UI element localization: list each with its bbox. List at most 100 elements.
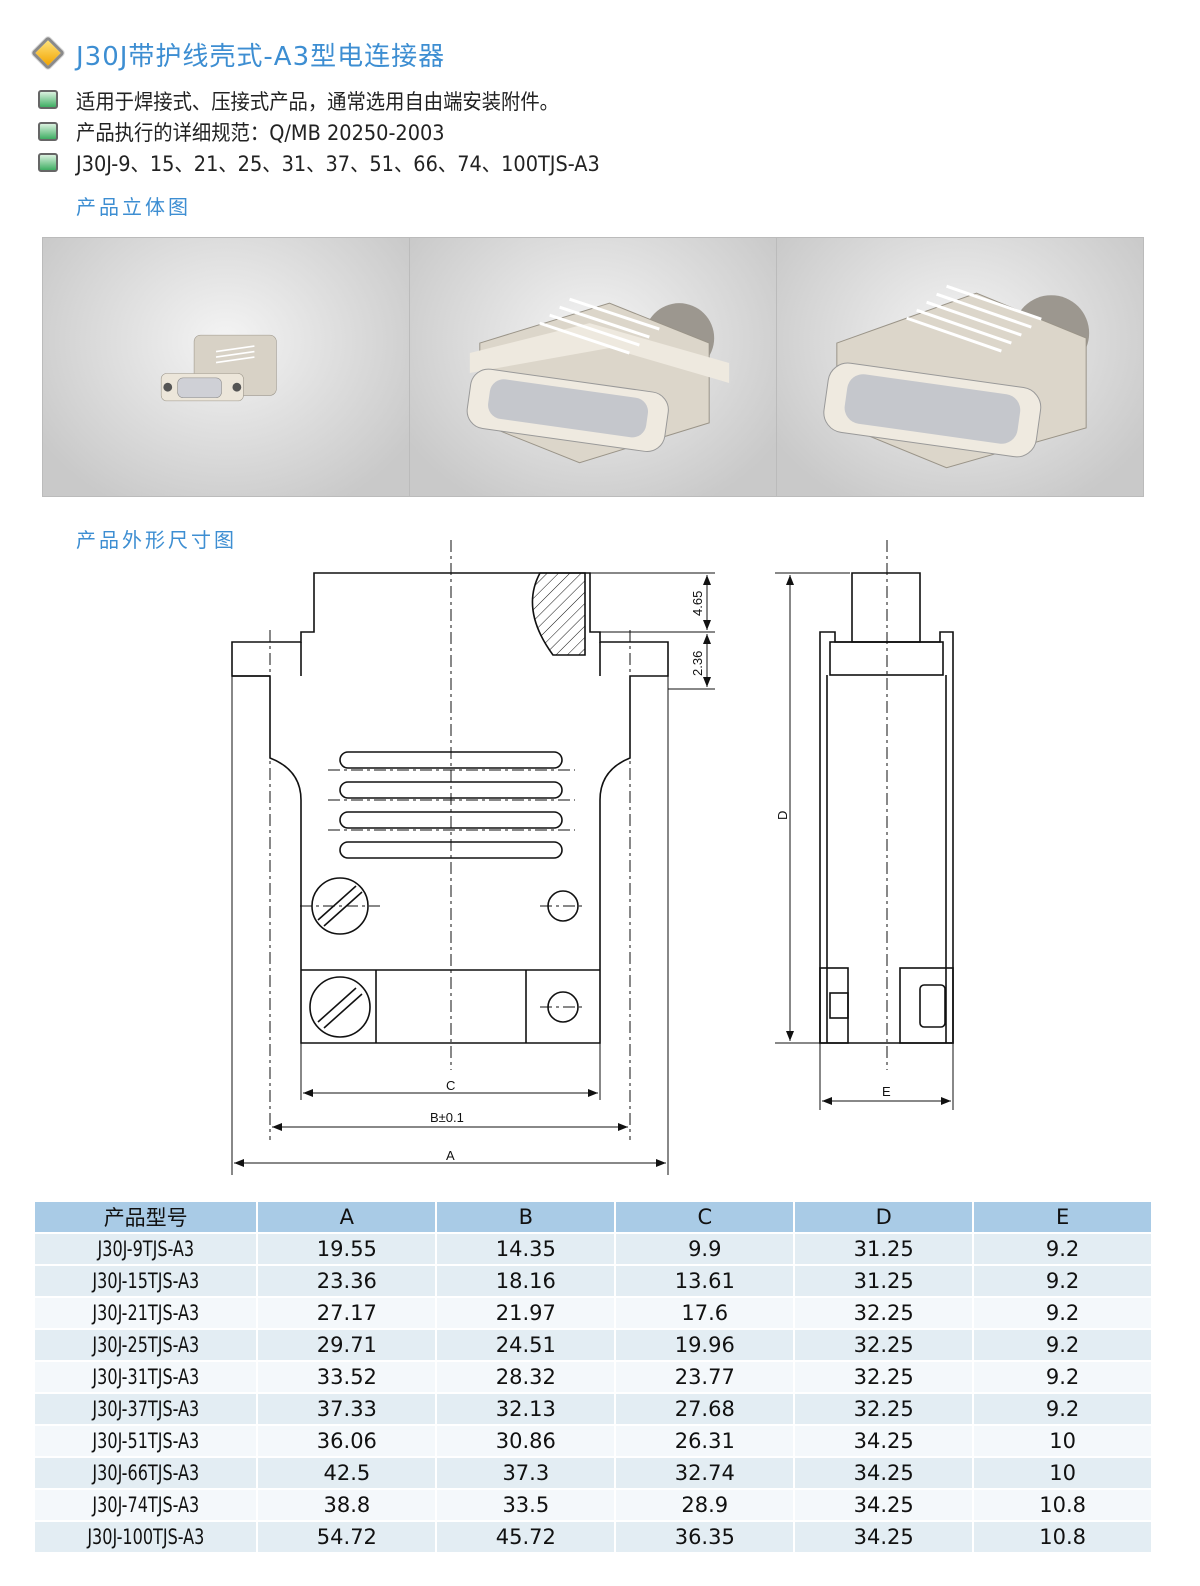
product-photos — [42, 237, 1144, 497]
cell-value: 37.33 — [256, 1392, 438, 1426]
model-text: J30J-15TJS-A3 — [92, 1269, 200, 1293]
dim-label-236: 2.36 — [690, 651, 705, 676]
page-title: J30J带护线壳式-A3型电连接器 — [76, 42, 446, 72]
cell-value: 9.2 — [972, 1360, 1153, 1394]
cell-value: 31.25 — [793, 1232, 975, 1266]
model-text: J30J-9TJS-A3 — [97, 1237, 194, 1261]
cell-value: 14.35 — [435, 1232, 617, 1266]
header-c: C — [614, 1200, 796, 1234]
model-text: J30J-100TJS-A3 — [87, 1525, 205, 1549]
cell-value: 28.32 — [435, 1360, 617, 1394]
cell-value: 9.2 — [972, 1232, 1153, 1266]
cell-value: 13.61 — [614, 1264, 796, 1298]
header-d: D — [793, 1200, 975, 1234]
cell-model: J30J-9TJS-A3 — [32, 1232, 259, 1266]
cell-value: 19.96 — [614, 1328, 796, 1362]
cell-value: 34.25 — [793, 1488, 975, 1522]
product-photo-medium — [410, 238, 777, 496]
bullet-text: 产品执行的详细规范：Q/MB 20250-2003 — [76, 121, 445, 145]
header-b: B — [435, 1200, 617, 1234]
cell-value: 32.25 — [793, 1328, 975, 1362]
cell-model: J30J-37TJS-A3 — [32, 1392, 259, 1426]
cell-value: 30.86 — [435, 1424, 617, 1458]
cell-model: J30J-51TJS-A3 — [32, 1424, 259, 1458]
cell-value: 42.5 — [256, 1456, 438, 1490]
bullet-text: 适用于焊接式、压接式产品，通常选用自由端安装附件。 — [76, 90, 559, 114]
cell-value: 9.2 — [972, 1264, 1153, 1298]
cell-model: J30J-100TJS-A3 — [32, 1520, 259, 1554]
dim-label-c: C — [446, 1078, 455, 1093]
green-square-bullet-icon — [38, 90, 58, 109]
cell-value: 23.77 — [614, 1360, 796, 1394]
cell-value: 10.8 — [972, 1520, 1153, 1554]
cell-model: J30J-66TJS-A3 — [32, 1456, 259, 1490]
cell-value: 36.06 — [256, 1424, 438, 1458]
cell-value: 9.2 — [972, 1296, 1153, 1330]
cell-value: 10 — [972, 1424, 1153, 1458]
cell-value: 9.2 — [972, 1328, 1153, 1362]
cell-value: 10 — [972, 1456, 1153, 1490]
cell-value: 28.9 — [614, 1488, 796, 1522]
model-text: J30J-51TJS-A3 — [92, 1429, 200, 1453]
cell-model: J30J-31TJS-A3 — [32, 1360, 259, 1394]
cell-value: 17.6 — [614, 1296, 796, 1330]
dim-label-b: B±0.1 — [430, 1110, 464, 1125]
cell-value: 37.3 — [435, 1456, 617, 1490]
cell-value: 26.31 — [614, 1424, 796, 1458]
cell-value: 34.25 — [793, 1424, 975, 1458]
bullet-text: J30J-9、15、21、25、31、37、51、66、74、100TJS-A3 — [76, 152, 600, 176]
cell-value: 27.68 — [614, 1392, 796, 1426]
product-photo-small — [43, 238, 410, 496]
cell-value: 45.72 — [435, 1520, 617, 1554]
model-text: J30J-37TJS-A3 — [92, 1397, 200, 1421]
cell-value: 32.25 — [793, 1392, 975, 1426]
dim-label-e: E — [882, 1084, 891, 1099]
cell-value: 34.25 — [793, 1456, 975, 1490]
cell-value: 10.8 — [972, 1488, 1153, 1522]
cell-value: 31.25 — [793, 1264, 975, 1298]
cell-value: 32.25 — [793, 1296, 975, 1330]
model-text: J30J-25TJS-A3 — [92, 1333, 200, 1357]
dimension-drawing: C B±0.1 A E D 4.65 2.36 — [231, 540, 954, 1175]
cell-value: 38.8 — [256, 1488, 438, 1522]
cell-value: 29.71 — [256, 1328, 438, 1362]
cell-value: 33.52 — [256, 1360, 438, 1394]
dim-label-d: D — [775, 811, 790, 820]
cell-value: 24.51 — [435, 1328, 617, 1362]
cell-value: 32.25 — [793, 1360, 975, 1394]
cell-value: 9.9 — [614, 1232, 796, 1266]
cell-value: 9.2 — [972, 1392, 1153, 1426]
cell-value: 54.72 — [256, 1520, 438, 1554]
cell-model: J30J-21TJS-A3 — [32, 1296, 259, 1330]
product-photo-large — [777, 238, 1143, 496]
model-text: J30J-21TJS-A3 — [92, 1301, 200, 1325]
cell-value: 32.13 — [435, 1392, 617, 1426]
cell-value: 32.74 — [614, 1456, 796, 1490]
table-header-row: 产品型号 A B C D E — [32, 1200, 1153, 1234]
cell-value: 33.5 — [435, 1488, 617, 1522]
model-text: J30J-74TJS-A3 — [92, 1493, 200, 1517]
cell-value: 18.16 — [435, 1264, 617, 1298]
cell-value: 27.17 — [256, 1296, 438, 1330]
cell-model: J30J-25TJS-A3 — [32, 1328, 259, 1362]
section-heading-3d: 产品立体图 — [76, 195, 191, 219]
cell-value: 34.25 — [793, 1520, 975, 1554]
model-text: J30J-31TJS-A3 — [92, 1365, 200, 1389]
header-a: A — [256, 1200, 438, 1234]
cell-value: 36.35 — [614, 1520, 796, 1554]
cell-model: J30J-15TJS-A3 — [32, 1264, 259, 1298]
cell-value: 21.97 — [435, 1296, 617, 1330]
header-model: 产品型号 — [32, 1200, 259, 1234]
section-heading-dims: 产品外形尺寸图 — [76, 528, 237, 552]
